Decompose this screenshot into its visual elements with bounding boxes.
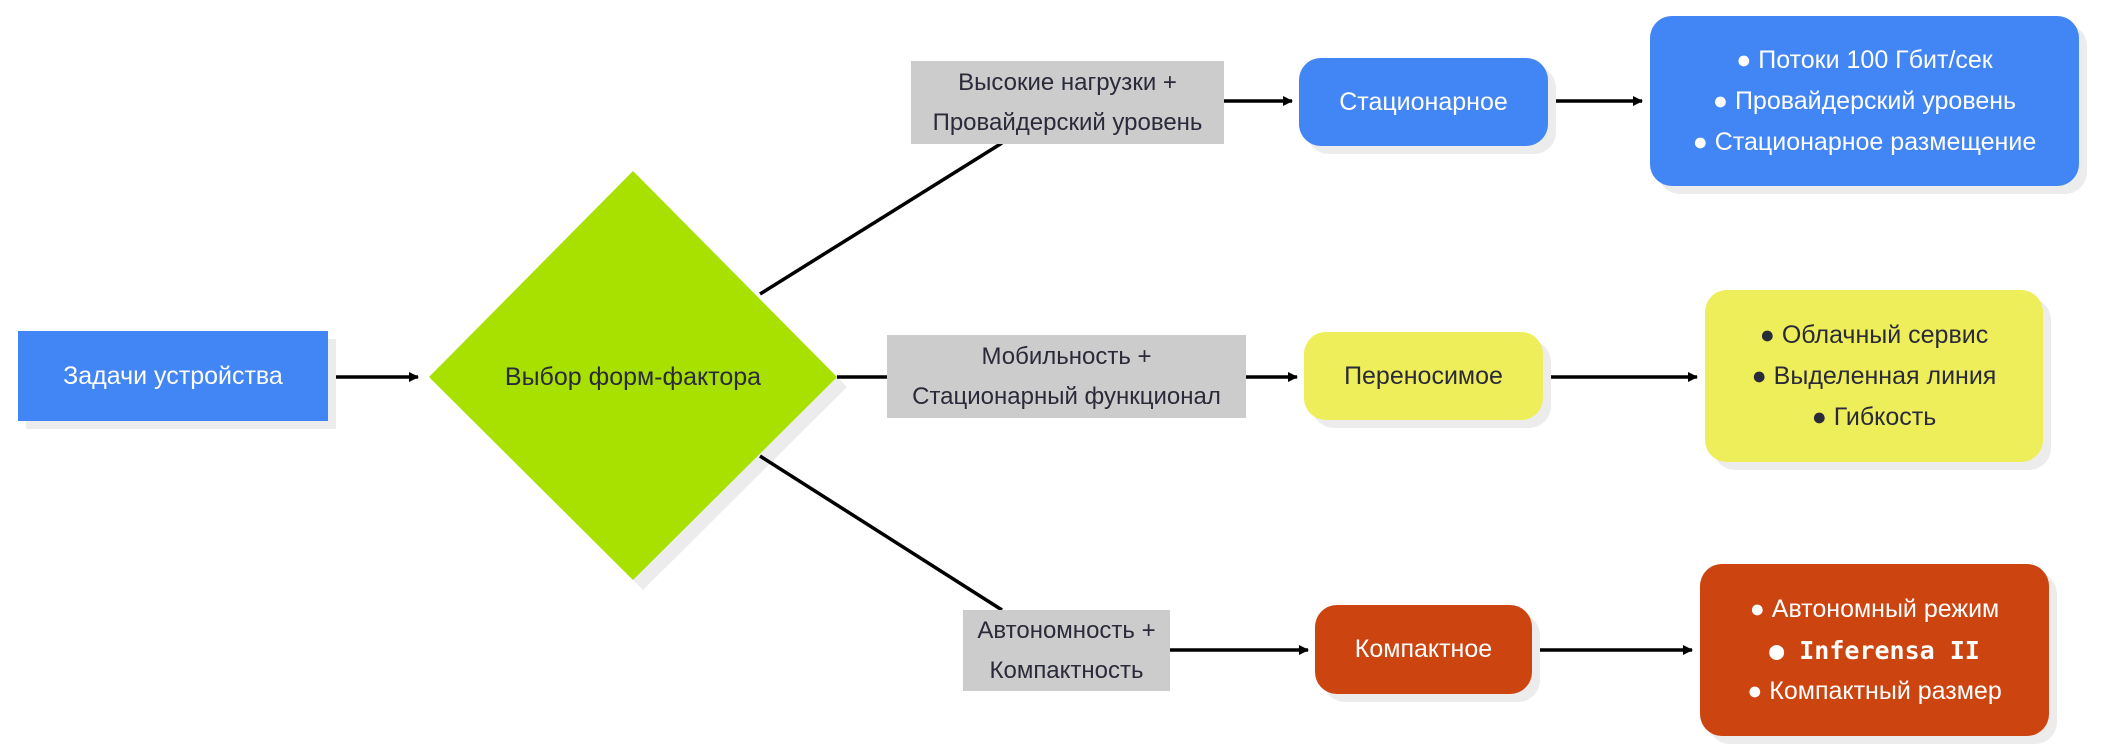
detail-item: ● Inferensa II [1769,635,1980,665]
detail-item: ● Выделенная линия [1751,361,1997,390]
detail-item: ● Автономный режим [1749,594,2000,623]
line-decision-to-top [759,141,1003,296]
line-decision-to-bottom [759,454,1003,612]
condition-line: Высокие нагрузки + [958,68,1177,96]
result-node-portable: Переносимое [1304,332,1543,420]
details-compact: ● Автономный режим ● Inferensa II ● Комп… [1700,564,2049,736]
detail-item: ● Гибкость [1811,402,1937,431]
decision-label: Выбор форм-фактора [470,357,796,397]
result-label: Переносимое [1344,361,1503,390]
detail-item: ● Компактный размер [1747,676,2002,705]
details-portable: ● Облачный сервис ● Выделенная линия ● Г… [1705,290,2043,462]
condition-label-bottom: Автономность + Компактность [963,610,1170,691]
start-node: Задачи устройства [18,331,328,421]
start-label: Задачи устройства [63,361,283,390]
result-label: Стационарное [1339,87,1508,116]
condition-line: Мобильность + [981,342,1152,370]
condition-line: Компактность [989,656,1144,684]
detail-item: ● Провайдерский уровень [1712,86,2017,115]
condition-line: Автономность + [977,616,1156,644]
detail-item: ● Потоки 100 Гбит/сек [1736,45,1993,74]
result-label: Компактное [1354,635,1493,663]
detail-item: ● Облачный сервис [1759,320,1989,349]
result-node-compact: Компактное [1315,605,1532,694]
detail-item: ● Стационарное размещение [1692,127,2037,156]
details-stationary: ● Потоки 100 Гбит/сек ● Провайдерский ур… [1650,16,2079,186]
decision-text: Выбор форм-фактора [504,362,762,391]
result-node-stationary: Стационарное [1299,58,1548,146]
condition-line: Провайдерский уровень [932,108,1203,136]
condition-label-top: Высокие нагрузки + Провайдерский уровень [911,61,1224,144]
decision-diamond [429,171,837,580]
condition-line: Стационарный функционал [912,382,1221,410]
condition-label-mid: Мобильность + Стационарный функционал [887,335,1246,418]
